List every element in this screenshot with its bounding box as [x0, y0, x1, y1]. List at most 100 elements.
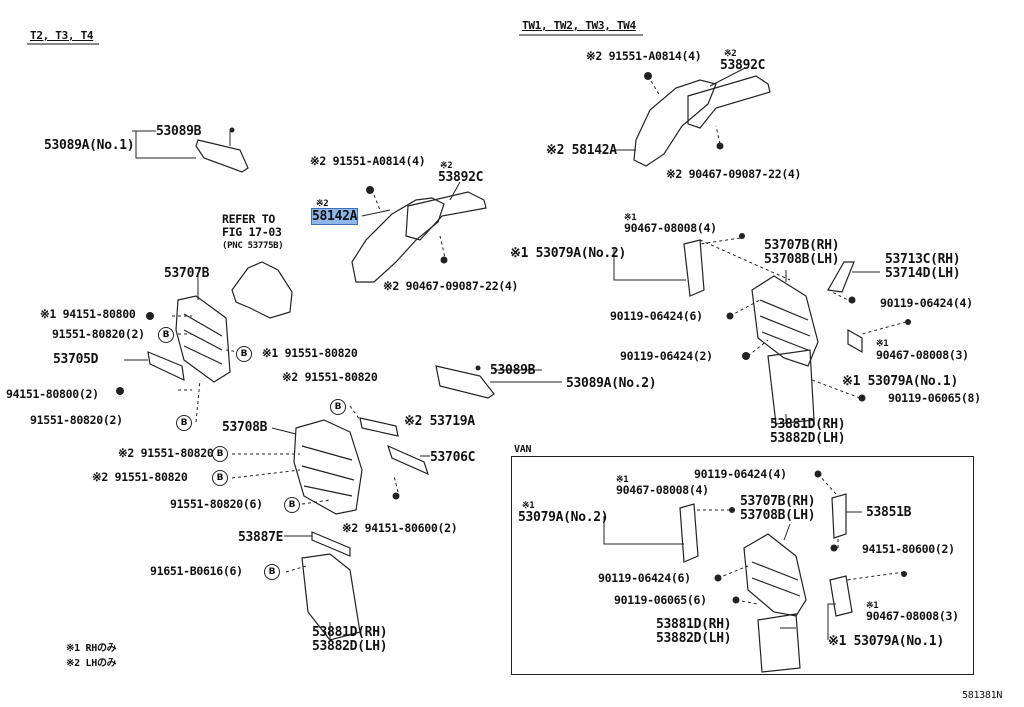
- label-53713c-rh[interactable]: 53713C(RH): [885, 252, 961, 267]
- label-90119-06065-8[interactable]: 90119-06065(8): [888, 391, 981, 405]
- label-pnc: (PNC 53775B): [222, 241, 284, 251]
- panel-53708b-shape: [293, 419, 363, 515]
- panel-53707b-rh-shape: [751, 275, 819, 367]
- van-label-53079a-no1[interactable]: ※1 53079A(No.1): [828, 634, 944, 649]
- label-91551-80820-lh-a[interactable]: ※2 91551-80820: [282, 370, 378, 384]
- panel-53707b-ribs: [183, 313, 223, 365]
- label-53882d-lh-left[interactable]: 53882D(LH): [312, 639, 388, 654]
- label-91551-a0814-top[interactable]: ※2 91551-A0814(4): [586, 49, 702, 63]
- van-label-90119-06065-6[interactable]: 90119-06065(6): [614, 593, 707, 607]
- label-91551-80820-lh-c[interactable]: ※2 91551-80820: [92, 470, 188, 484]
- bracket-53892c-mid-shape: [405, 191, 487, 241]
- label-53089b-mid[interactable]: 53089B: [490, 363, 536, 378]
- label-fig-17-03[interactable]: FIG 17-03: [222, 225, 282, 239]
- bracket-53719a-shape: [359, 417, 399, 437]
- strip-53079a-no1-shape: [847, 328, 863, 354]
- label-53706c[interactable]: 53706C: [430, 450, 476, 465]
- label-53708b-lh[interactable]: 53708B(LH): [764, 252, 840, 267]
- label-53079a-no2[interactable]: ※1 53079A(No.2): [510, 246, 626, 261]
- label-53089a-no2[interactable]: 53089A(No.2): [566, 376, 657, 391]
- section-title-right: TW1, TW2, TW3, TW4: [522, 19, 636, 32]
- label-91551-80820-2a[interactable]: 91551-80820(2): [52, 327, 145, 341]
- label-53719a[interactable]: ※2 53719A: [404, 414, 475, 429]
- van-label-90467-08008-4[interactable]: 90467-08008(4): [616, 483, 709, 497]
- bracket-53892c-top-shape: [687, 75, 771, 129]
- van-label-53851b[interactable]: 53851B: [866, 505, 912, 520]
- van-label-53708b-lh[interactable]: 53708B(LH): [740, 508, 816, 523]
- van-clip-90467-08008-4: [729, 507, 735, 513]
- label-90467-09087-mid[interactable]: ※2 90467-09087-22(4): [383, 279, 519, 293]
- van-label-90119-06424-4[interactable]: 90119-06424(4): [694, 467, 787, 481]
- clip-90467-08008-3: [905, 319, 911, 325]
- section-title-left: T2, T3, T4: [30, 29, 94, 42]
- mudflap-left-shape: [301, 553, 361, 641]
- label-53089b[interactable]: 53089B: [156, 124, 202, 139]
- label-91651-b0616[interactable]: 91651-B0616(6): [150, 564, 243, 578]
- label-53892c-mid[interactable]: 53892C: [438, 170, 484, 185]
- leader-53708b: [271, 427, 297, 435]
- van-bracket-53851b-shape: [831, 493, 847, 539]
- dashed-leaders-mid: [373, 194, 447, 263]
- van-screw-90119-06065-6: [732, 596, 740, 604]
- label-94151-80600-lh[interactable]: ※2 94151-80600(2): [342, 521, 458, 535]
- leader-53892c-mid: [449, 181, 461, 201]
- dashed-leaders-right: [699, 237, 907, 399]
- bolt-91551-a0814-mid: [366, 186, 374, 194]
- bolt-91551-a0814-top: [644, 72, 652, 80]
- label-53881d-rh[interactable]: 53881D(RH): [770, 417, 846, 432]
- label-53887e[interactable]: 53887E: [238, 530, 284, 545]
- label-53089a-no1[interactable]: 53089A(No.1): [44, 138, 135, 153]
- screw-90119-06065-8: [858, 394, 866, 402]
- label-94151-80800-2[interactable]: 94151-80800(2): [6, 387, 99, 401]
- van-bolt-94151-80600: [830, 544, 838, 552]
- label-90119-06424-6[interactable]: 90119-06424(6): [610, 309, 703, 323]
- label-90119-06424-4[interactable]: 90119-06424(4): [880, 296, 973, 310]
- van-panel-53707b-shape: [743, 533, 807, 617]
- label-53079a-no1[interactable]: ※1 53079A(No.1): [842, 374, 958, 389]
- van-label-53707b-rh[interactable]: 53707B(RH): [740, 494, 816, 509]
- callout-b-2: B: [236, 346, 252, 362]
- callout-b-8: B: [264, 564, 280, 580]
- label-94151-80800[interactable]: ※1 94151-80800: [40, 307, 136, 321]
- label-53705d[interactable]: 53705D: [53, 352, 99, 367]
- label-90119-06424-2[interactable]: 90119-06424(2): [620, 349, 713, 363]
- screw-90119-06424-6: [726, 312, 734, 320]
- label-91551-80820-2b[interactable]: 91551-80820(2): [30, 413, 123, 427]
- label-53714d-lh[interactable]: 53714D(LH): [885, 266, 961, 281]
- bolt-94151-80800-2: [116, 387, 124, 395]
- label-90467-08008-3[interactable]: 90467-08008(3): [876, 348, 969, 362]
- label-53882d-lh[interactable]: 53882D(LH): [770, 431, 846, 446]
- diagram-id: 581381N: [962, 690, 1003, 701]
- van-panel-ribs: [751, 561, 801, 597]
- label-58142a-highlighted[interactable]: 58142A: [310, 208, 359, 225]
- strip-53079a-no2-shape: [683, 239, 705, 297]
- panel-53707b-rh-ribs: [759, 299, 811, 351]
- van-label-53881d-rh[interactable]: 53881D(RH): [656, 617, 732, 632]
- note-rh-only: ※1 RHのみ: [66, 643, 117, 654]
- bolt-94151-80800: [146, 312, 154, 320]
- label-58142a-top[interactable]: ※2 58142A: [546, 143, 617, 158]
- label-90467-08008-4[interactable]: 90467-08008(4): [624, 221, 717, 235]
- note-58142a-mid: ※2: [316, 199, 329, 209]
- van-screw-90119-06424-6: [714, 574, 722, 582]
- label-91551-80820-6[interactable]: 91551-80820(6): [170, 497, 263, 511]
- label-91551-a0814-mid[interactable]: ※2 91551-A0814(4): [310, 154, 426, 168]
- label-91551-80820-rh[interactable]: ※1 91551-80820: [262, 346, 358, 360]
- liner-58142a-mid-shape: [351, 197, 445, 283]
- label-53708b[interactable]: 53708B: [222, 420, 268, 435]
- van-label-53882d-lh[interactable]: 53882D(LH): [656, 631, 732, 646]
- label-53892c-top[interactable]: 53892C: [720, 58, 766, 73]
- screw-90119-06424-4: [848, 296, 856, 304]
- label-91551-80820-lh-b[interactable]: ※2 91551-80820: [118, 446, 214, 460]
- label-90467-09087-top[interactable]: ※2 90467-09087-22(4): [666, 167, 802, 181]
- label-53707b-rh[interactable]: 53707B(RH): [764, 238, 840, 253]
- van-label-53079a-no2[interactable]: 53079A(No.2): [518, 510, 609, 525]
- van-label-90467-08008-3[interactable]: 90467-08008(3): [866, 609, 959, 623]
- note-90467-08008-3: ※1: [876, 339, 889, 349]
- label-53881d-rh-left[interactable]: 53881D(RH): [312, 625, 388, 640]
- van-label-90119-06424-6[interactable]: 90119-06424(6): [598, 571, 691, 585]
- van-label-94151-80600-2[interactable]: 94151-80600(2): [862, 542, 955, 556]
- label-53707b[interactable]: 53707B: [164, 266, 210, 281]
- section-title-van: VAN: [514, 444, 532, 455]
